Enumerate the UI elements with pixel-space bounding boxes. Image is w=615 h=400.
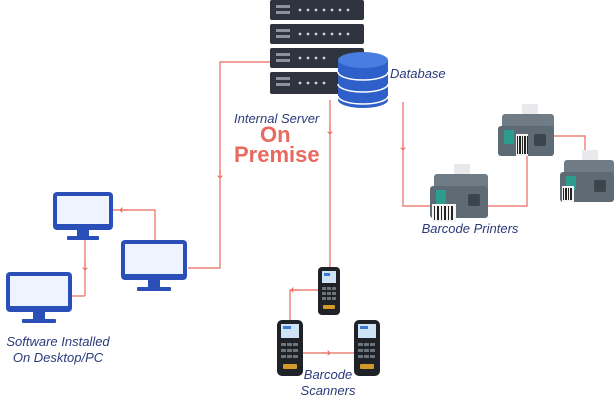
connector-scanner1-to-scanner2 xyxy=(289,289,318,320)
database-label: Database xyxy=(390,66,446,81)
desktop-monitor-icon xyxy=(6,272,72,323)
connector-desktop2-to-desktop1 xyxy=(112,209,156,240)
connectors xyxy=(70,61,588,356)
barcode-printer-icon xyxy=(430,164,488,222)
database-icon xyxy=(337,52,389,108)
barcode-printer-icon xyxy=(560,150,614,202)
software-label-line2: On Desktop/PC xyxy=(13,350,104,365)
desktop-monitor-icon xyxy=(53,192,113,240)
barcode-scanner-icon xyxy=(318,267,340,315)
barcode-printers-label: Barcode Printers xyxy=(422,221,519,236)
barcode-scanner-icon xyxy=(277,320,303,376)
barcode-scanners-label-line2: Scanners xyxy=(301,383,356,398)
internal-server-label: Internal Server xyxy=(234,111,320,126)
barcode-scanners-label-line1: Barcode xyxy=(304,367,352,382)
premise-label: Premise xyxy=(234,142,320,167)
barcode-scanner-icon xyxy=(354,320,380,376)
connector-database-to-printer1 xyxy=(402,102,430,207)
connector-server-to-desktop xyxy=(188,61,270,269)
desktop-monitor-icon xyxy=(121,240,187,291)
on-label: On xyxy=(260,122,291,147)
barcode-printer-icon xyxy=(498,104,554,156)
software-label-line1: Software Installed xyxy=(6,334,110,349)
connector-printer1-to-printer2 xyxy=(488,155,528,207)
